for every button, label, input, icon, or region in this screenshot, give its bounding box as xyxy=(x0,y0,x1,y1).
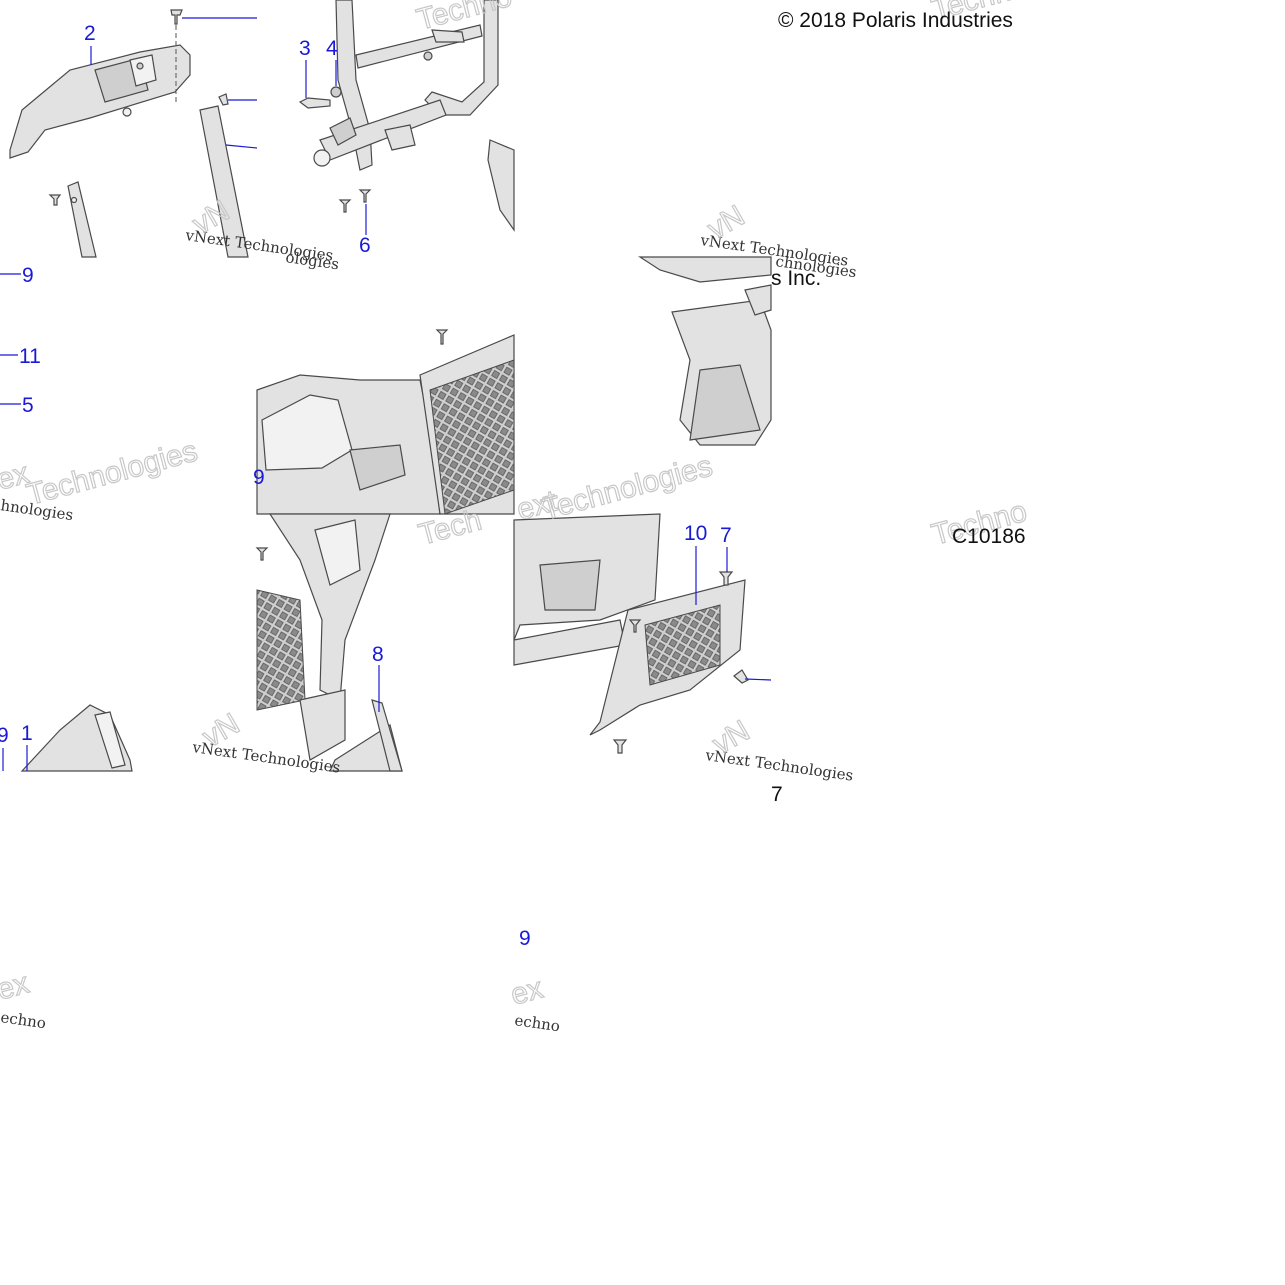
callout-5: 5 xyxy=(22,394,34,417)
screw-part xyxy=(612,571,749,754)
watermark-outline-text: ex xyxy=(0,967,32,1007)
support-bar-part xyxy=(199,105,249,258)
callout-8: 8 xyxy=(372,643,384,666)
bolt-part xyxy=(298,97,331,109)
nut-part xyxy=(330,86,342,98)
callout-10: 10 xyxy=(684,522,708,545)
front-fascia-part xyxy=(256,334,515,515)
copyright-fragment: s Inc. xyxy=(771,267,822,290)
screw-part xyxy=(435,329,449,345)
screw-part xyxy=(48,194,62,206)
figure-id: C10186 xyxy=(952,525,1026,548)
front-bumper-bar-part xyxy=(313,0,499,171)
callout-9: 9 xyxy=(519,927,531,950)
callout-7: 7 xyxy=(720,524,732,547)
callout-11: 11 xyxy=(19,345,41,368)
callout-9: 9 xyxy=(253,466,265,489)
watermark-outline-text: ex xyxy=(507,972,546,1012)
lower-side-part xyxy=(20,704,133,772)
screw-part xyxy=(170,9,183,25)
side-bar-part xyxy=(67,181,97,258)
copyright-text: © 2018 Polaris Industries xyxy=(778,9,1013,32)
side-support-part xyxy=(256,513,403,772)
screw-part xyxy=(218,93,229,106)
callout-3: 3 xyxy=(299,37,311,60)
callout-6: 6 xyxy=(359,234,371,257)
corner-panel-part xyxy=(637,256,772,446)
callout-9: 9 xyxy=(0,724,9,747)
watermark-text: echno xyxy=(0,1008,47,1032)
callout-1: 1 xyxy=(21,722,33,745)
watermark-text: echno xyxy=(513,1011,561,1035)
callout-2: 2 xyxy=(84,22,96,45)
callout-9: 9 xyxy=(22,264,34,287)
screw-part xyxy=(255,547,269,561)
lower-grille-panel-part xyxy=(513,513,746,736)
screw-part xyxy=(338,189,372,213)
callout-7-fragment: 7 xyxy=(771,783,783,806)
watermark-outline-text: Technologies xyxy=(23,435,201,512)
callout-4: 4 xyxy=(326,37,338,60)
mounting-bracket-part xyxy=(9,44,191,159)
fender-edge-part xyxy=(487,139,515,232)
